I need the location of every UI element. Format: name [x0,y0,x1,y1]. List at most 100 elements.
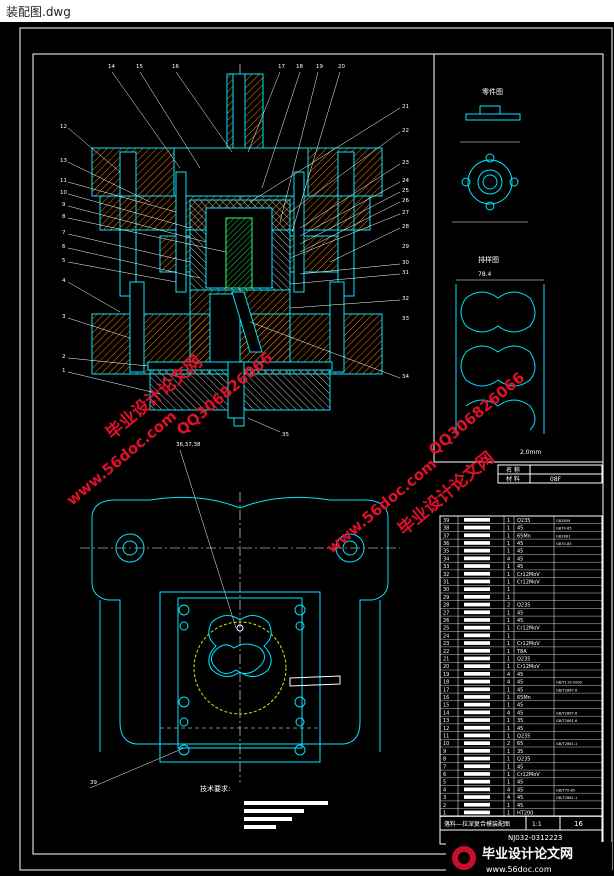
bom-part-name-block [464,533,490,538]
bom-qty: 1 [507,726,510,732]
bom-part-name-block [464,541,490,545]
bom-qty: 1 [507,572,510,578]
bom-qty: 1 [507,595,510,601]
bom-standard: GB/T2861.1 [556,742,577,746]
callout-31: 31 [402,270,409,276]
bom-qty: 4 [507,556,510,562]
callout-24: 24 [402,178,409,184]
bom-part-name-block [464,564,490,568]
tech-requirements-title: 技术要求: [200,784,230,793]
callout-14: 14 [108,64,115,70]
bom-standard: GB/T70-85 [556,788,575,792]
bom-part-name-block [464,579,490,584]
bom-item-no: 34 [443,556,449,562]
bom-qty: 1 [507,657,510,663]
sheet-number: 16 [574,820,583,828]
callout-26: 26 [402,198,409,204]
bom-qty: 1 [507,703,510,709]
section-view [91,64,383,427]
bom-qty: 1 [507,649,510,655]
bom-item-no: 11 [443,734,449,740]
bom-material: 45 [517,687,523,693]
bom-material: Q235 [517,603,530,609]
bom-part-name-block [464,810,490,815]
bom-material: 45 [517,556,523,562]
bom-material: 45 [517,672,523,678]
bom-qty: 1 [507,695,510,701]
bom-material: 45 [517,680,523,686]
bom-material: Cr12MoV [517,572,540,578]
bom-item-no: 4 [443,787,446,793]
callout-39: 39 [90,780,97,786]
bom-material: Cr12MoV [517,664,540,670]
callout-20: 20 [338,64,345,70]
bom-item-no: 29 [443,595,449,601]
bom-item-no: 35 [443,549,449,555]
cad-canvas[interactable]: 14 15 16 17 18 19 20 12 13 11 10 9 8 7 6… [0,22,614,876]
bom-part-name-block [464,679,490,684]
bom-part-name-block [464,787,490,792]
bom-qty: 1 [507,610,510,616]
bom-item-no: 3 [443,795,446,801]
callout-23: 23 [402,160,409,166]
tech-requirements: 技术要求: [200,784,328,829]
bom-qty: 1 [507,564,510,570]
logo-text: 毕业设计论文网 [482,846,573,862]
callout-3: 3 [62,314,66,320]
bom-item-no: 15 [443,703,449,709]
bom-qty: 1 [507,687,510,693]
bom-material: 65 [517,741,523,747]
bom-item-no: 2 [443,803,446,809]
bom-material: 45 [517,787,523,793]
bom-item-no: 33 [443,564,449,570]
bom-part-name-block [464,733,490,738]
callout-13: 13 [60,158,67,164]
drawing-name: 落料—拉深复合模装配图 [444,820,510,828]
bom-qty: 2 [507,741,510,747]
bom-qty: 1 [507,811,510,817]
bom-item-no: 23 [443,641,449,647]
bom-material: 35 [517,749,523,755]
bom-part-name-block [464,518,490,522]
bom-qty: 1 [507,626,510,632]
bom-part-name-block [464,687,490,692]
bom-part-name-block [464,702,490,707]
bom-material: 45 [517,703,523,709]
bom-part-name-block [464,764,490,769]
bom-material: HT200 [517,811,533,817]
window-title: 装配图.dwg [6,5,71,19]
bom-item-no: 17 [443,687,449,693]
bom-material: 65Mn [517,533,531,539]
bom-row: 32 1 Cr12MoV [440,569,602,578]
bom-qty: 1 [507,664,510,670]
bom-qty: 1 [507,734,510,740]
bom-row: 29 1 [440,592,602,601]
bom-item-no: 7 [443,764,446,770]
bom-item-no: 22 [443,649,449,655]
bom-material: 65Mn [517,695,531,701]
bom-row: 15 1 45 [440,700,602,709]
callout-4: 4 [62,278,66,284]
bom-item-no: 32 [443,572,449,578]
callout-22: 22 [402,128,409,134]
bom-row: 34 4 45 [440,554,602,562]
material-thickness: 2.0mm [520,449,541,456]
bom-qty: 1 [507,764,510,770]
bom-qty: 1 [507,526,510,532]
bom-item-no: 39 [443,518,449,524]
bom-material: 45 [517,541,523,547]
bom-item-no: 27 [443,610,449,616]
bom-qty: 1 [507,772,510,778]
bom-standard: GB/T2861.6 [556,719,578,723]
